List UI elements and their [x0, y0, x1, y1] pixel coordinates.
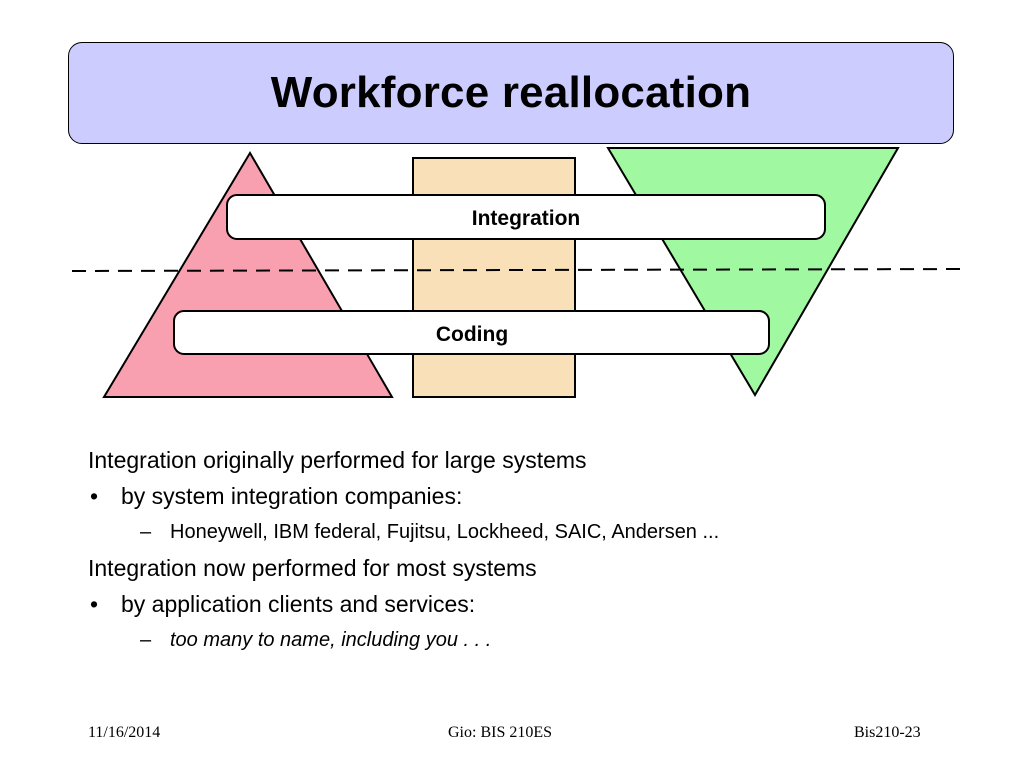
bullet-text: by application clients and services: [121, 591, 476, 617]
sub-item-1: –Honeywell, IBM federal, Fujitsu, Lockhe… [88, 516, 988, 552]
bullet-item-2: • by application clients and services: [88, 588, 988, 624]
integration-bar [226, 194, 826, 240]
footer-center: Gio: BIS 210ES [448, 724, 553, 741]
sub-item-2: –too many to name, including you . . . [88, 624, 988, 660]
body-line-1: Integration originally performed for lar… [88, 447, 587, 473]
sub-item-text: Honeywell, IBM federal, Fujitsu, Lockhee… [170, 521, 720, 543]
footer-page-number: Bis210-23 [854, 724, 921, 741]
title-box: Workforce reallocation [68, 42, 954, 144]
right-triangle [606, 147, 900, 397]
sub-item-text: too many to name, including you . . . [170, 629, 492, 651]
left-triangle [102, 151, 394, 398]
coding-bar-label: Coding [436, 323, 508, 346]
body-text: Integration originally performed for lar… [88, 444, 988, 660]
bullet-text: by system integration companies: [121, 483, 463, 509]
coding-bar [173, 310, 770, 355]
integration-bar-label: Integration [472, 207, 581, 230]
bullet-marker: • [90, 591, 99, 617]
dashed-separator [71, 268, 969, 272]
footer-date: 11/16/2014 [88, 724, 161, 741]
center-column [412, 157, 576, 398]
bullet-marker: • [90, 483, 99, 509]
dash-marker: – [140, 521, 152, 543]
dash-marker: – [140, 629, 152, 651]
body-line-2: Integration now performed for most syste… [88, 555, 537, 581]
slide-title: Workforce reallocation [270, 68, 752, 117]
bullet-item-1: • by system integration companies: [88, 480, 988, 516]
